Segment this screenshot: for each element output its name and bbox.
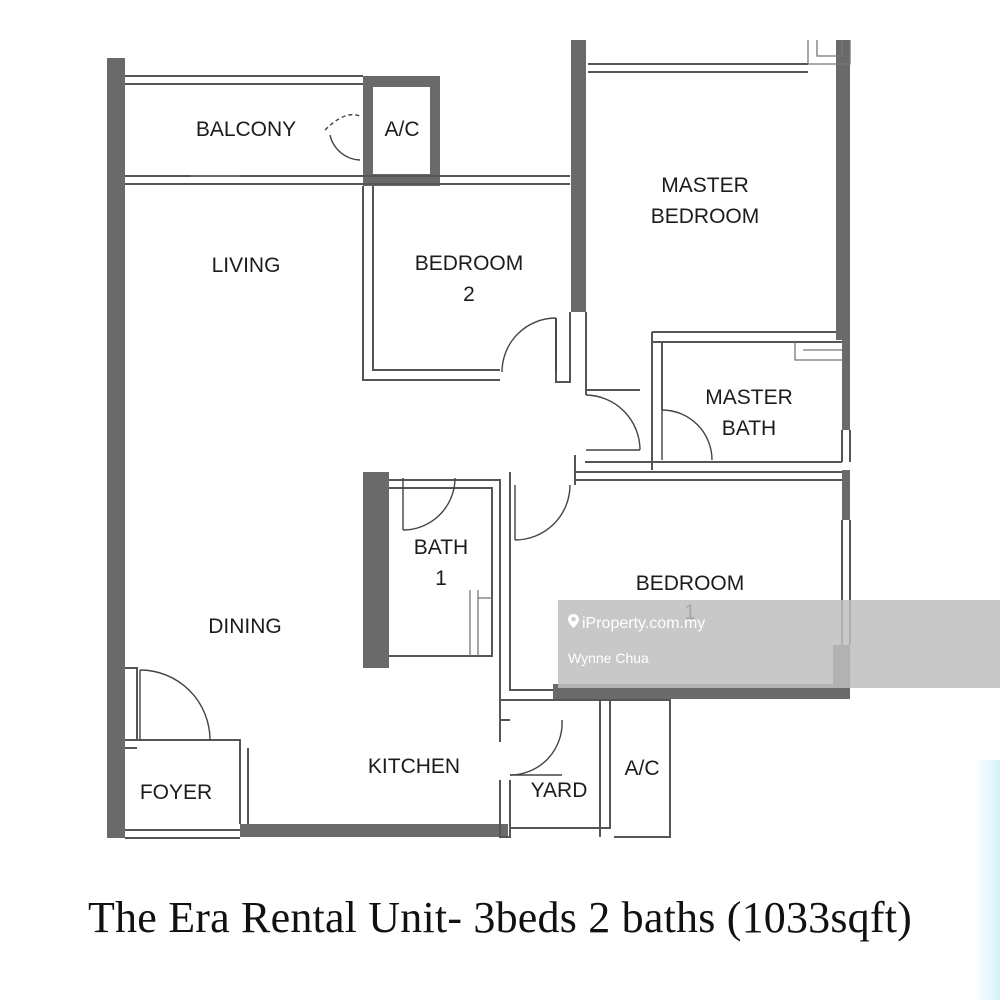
wall-bottom-kitchen (240, 824, 508, 837)
label-kitchen: KITCHEN (368, 755, 460, 778)
wall-ac-box-top (363, 76, 440, 87)
label-balcony: BALCONY (196, 118, 296, 141)
label-living: LIVING (212, 254, 281, 277)
wall-bath1-left (363, 472, 389, 668)
label-master-bath-line1: MASTER (705, 386, 793, 409)
label-ac-top: A/C (384, 118, 419, 141)
label-foyer: FOYER (140, 781, 212, 804)
label-dining: DINING (208, 615, 282, 638)
watermark-agent: Wynne Chua (568, 650, 649, 666)
wall-left-outer (107, 58, 125, 838)
label-bath-1-line1: BATH (414, 536, 468, 559)
label-master-bedroom-line2: BEDROOM (651, 205, 760, 228)
watermark-brand: iProperty.com.my (568, 614, 705, 633)
door-swings (139, 113, 713, 776)
location-pin-icon (568, 614, 579, 633)
wall-ac-box-left (363, 76, 373, 186)
label-bedroom-2-line1: BEDROOM (415, 252, 524, 275)
label-bath-1-line2: 1 (435, 567, 447, 590)
caption: The Era Rental Unit- 3beds 2 baths (1033… (87, 893, 913, 942)
label-bedroom-2-line2: 2 (463, 283, 475, 306)
edge-glow (974, 760, 1000, 1000)
watermark-brand-text: iProperty.com.my (582, 615, 706, 632)
wall-master-right (836, 40, 850, 340)
watermark-overlay: iProperty.com.my Wynne Chua (558, 600, 1000, 688)
label-master-bedroom-line1: MASTER (661, 174, 749, 197)
thin-walls (125, 40, 851, 839)
label-master-bath-line2: BATH (722, 417, 776, 440)
wall-ac-box-right (430, 76, 440, 186)
label-bedroom-1-line1: BEDROOM (636, 572, 745, 595)
label-yard: YARD (531, 779, 588, 802)
label-ac-bottom: A/C (624, 757, 659, 780)
wall-bedroom1-window (842, 470, 850, 520)
wall-master-bath-window (842, 340, 850, 430)
wall-master-left (571, 40, 586, 312)
